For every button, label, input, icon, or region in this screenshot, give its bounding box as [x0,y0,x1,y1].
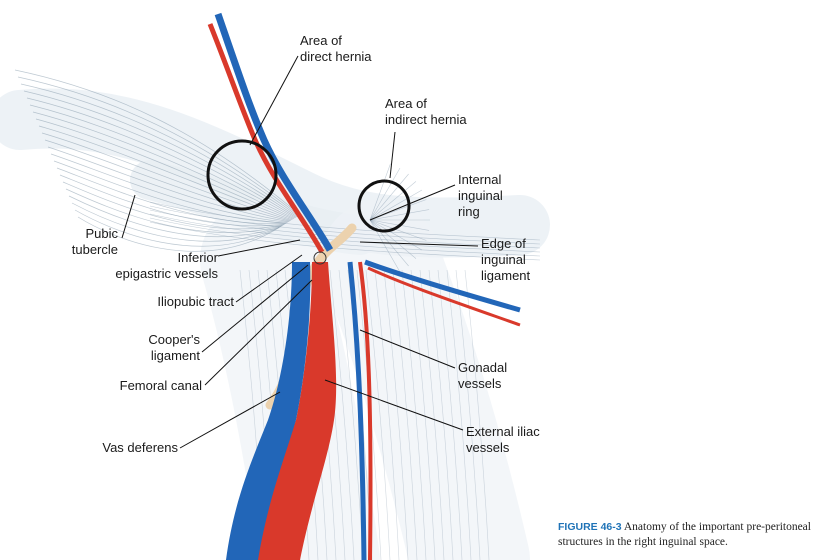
fascia-fiber [56,167,287,225]
fascia-fibers [14,69,541,560]
gonadal-vein [347,261,367,560]
external-iliac-vein [226,262,311,560]
fascia-fiber [65,188,284,233]
label-indirect-hernia: Area of indirect hernia [385,96,467,127]
label-edge-inguinal-ligament: Edge of inguinal ligament [481,236,531,283]
fascia-fiber [338,269,364,560]
label-internal-ring: Internal inguinal ring [458,172,503,219]
inferior-epigastric-vein [214,12,334,252]
fascia-fiber [419,269,445,560]
fascia-fiber [369,219,427,241]
fascia-fiber [74,209,281,247]
spermatic-vessels [364,259,521,313]
fascia-fiber [401,269,427,560]
internal-ring-circle [357,179,411,233]
label-gonadal-vessels: Gonadal vessels [458,360,508,391]
label-pubic-tubercle: Pubic tubercle [71,226,118,257]
label-femoral-canal: Femoral canal [119,378,202,393]
fascia-fiber [77,216,280,252]
fascia-fiber [369,173,409,221]
fascia-fiber [369,189,423,221]
fascia-fiber [149,205,541,245]
fascia-fiber [374,269,400,560]
spermatic-artery [367,266,521,327]
fascia-fiber [369,181,417,221]
fascia-fiber [32,111,295,219]
fascia-fiber [369,219,423,251]
fascia-fiber [23,90,298,218]
fascia-fiber [44,139,291,222]
label-inferior-epigastric: Inferior epigastric vessels [115,250,218,281]
inferior-epigastric-artery [207,23,325,254]
caption-label: FIGURE 46-3 [558,521,622,533]
label-direct-hernia: Area of direct hernia [300,33,372,64]
fascia-fiber [369,219,417,259]
fascia-fiber [464,269,490,560]
fascia-fiber [365,269,391,560]
leader-lines [121,55,479,449]
fascia-fiber [59,174,286,227]
caption-text: Anatomy of the important pre-peritoneal … [558,521,811,548]
fascia-fiber [47,146,290,222]
fascia-fiber [26,97,297,218]
fascia-fiber [149,201,541,241]
label-vas-deferens: Vas deferens [102,440,178,455]
fascia-fiber [53,160,288,224]
fascia-fiber [369,167,401,221]
fascia-fiber [62,181,285,230]
label-iliopubic-tract: Iliopubic tract [157,294,234,309]
fascia-fiber [437,269,463,560]
fascia-fiber [428,269,454,560]
label-coopers-ligament: Cooper's ligament [148,332,200,363]
femoral-canal-ring [313,251,327,265]
fascia-fiber [29,104,296,219]
fascia-fiber [383,269,409,560]
label-external-iliac: External iliac vessels [466,424,540,455]
gonadal-artery [358,261,373,560]
fascia-fiber [14,69,301,216]
fascia-fiber [71,202,282,242]
fascia-fiber [410,269,436,560]
fascia-fiber [446,269,472,560]
fascia-fiber [369,209,430,221]
figure-caption: FIGURE 46-3 Anatomy of the important pre… [558,520,830,550]
fascia-fiber [329,269,355,560]
fascia-fiber [50,153,289,223]
fascia-fiber [20,83,299,217]
direct-hernia-circle [206,139,278,211]
fascia-fiber [41,132,292,221]
fascia-fiber [68,195,283,238]
fascia-fiber [17,76,300,216]
fascia-fiber [369,163,391,221]
fascia-fiber [149,209,541,249]
fascia-fiber [392,269,418,560]
